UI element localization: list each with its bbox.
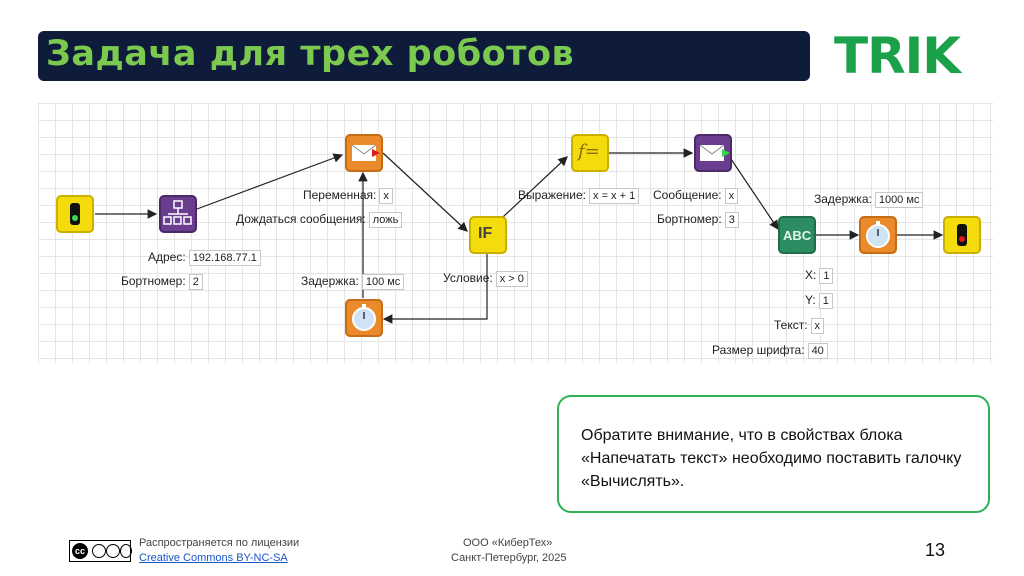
license-link[interactable]: Creative Commons BY-NC-SA: [139, 552, 288, 564]
function-icon: f=: [578, 141, 600, 162]
stopwatch-icon: [352, 304, 376, 331]
prop-variable: Переменная:x: [303, 188, 393, 204]
prop-condition: Условие:x > 0: [443, 271, 528, 287]
if-block[interactable]: IF: [469, 216, 507, 254]
prop-expression: Выражение:x = x + 1: [518, 188, 640, 204]
envelope-send-icon: [699, 144, 730, 161]
send-message-block[interactable]: [694, 134, 732, 172]
prop-x: X:1: [805, 268, 834, 284]
abc-label: ABC: [783, 228, 812, 243]
page-number: 13: [925, 540, 946, 560]
prop-message: Сообщение:x: [653, 188, 739, 204]
end-block[interactable]: [943, 216, 981, 254]
program-diagram: IF f= ABC Адре: [38, 103, 993, 363]
trik-logo: TRIK: [834, 27, 961, 85]
prop-wait-message: Дождаться сообщения:ложь: [236, 212, 403, 228]
note-box: Обратите внимание, что в свойствах блока…: [557, 395, 990, 513]
network-block[interactable]: [159, 195, 197, 233]
prop-text: Текст:x: [774, 318, 825, 334]
traffic-light-red-icon: [957, 224, 967, 246]
org-name: ООО «КиберТех»: [463, 537, 553, 549]
prop-boardnum-2: Бортномер:3: [657, 212, 739, 228]
slide-title: Задача для трех роботов: [46, 34, 575, 74]
timer-block-2[interactable]: [859, 216, 897, 254]
start-block[interactable]: [56, 195, 94, 233]
if-label: IF: [478, 225, 493, 242]
print-text-block[interactable]: ABC: [778, 216, 816, 254]
city-year: Санкт-Петербург, 2025: [451, 552, 567, 564]
prop-font-size: Размер шрифта:40: [712, 343, 828, 359]
function-block[interactable]: f=: [571, 134, 609, 172]
network-icon: [163, 200, 192, 225]
title-bar: Задача для трех роботов: [38, 31, 810, 81]
stopwatch-icon: [866, 221, 890, 248]
cc-license-badge: cc: [69, 540, 132, 562]
prop-address: Адрес:192.168.77.1: [148, 250, 261, 266]
prop-boardnum-1: Бортномер:2: [121, 274, 203, 290]
prop-delay-2: Задержка:1000 мс: [814, 192, 924, 208]
traffic-light-green-icon: [70, 203, 80, 225]
receive-message-block[interactable]: [345, 134, 383, 172]
prop-y: Y:1: [805, 293, 833, 309]
envelope-receive-icon: [351, 144, 380, 161]
timer-block-1[interactable]: [345, 299, 383, 337]
license-prefix: Распространяется по лицензии: [139, 537, 300, 549]
note-text: Обратите внимание, что в свойствах блока…: [581, 427, 962, 490]
prop-delay-1: Задержка:100 мс: [301, 274, 405, 290]
diagram-connectors: [95, 148, 944, 324]
